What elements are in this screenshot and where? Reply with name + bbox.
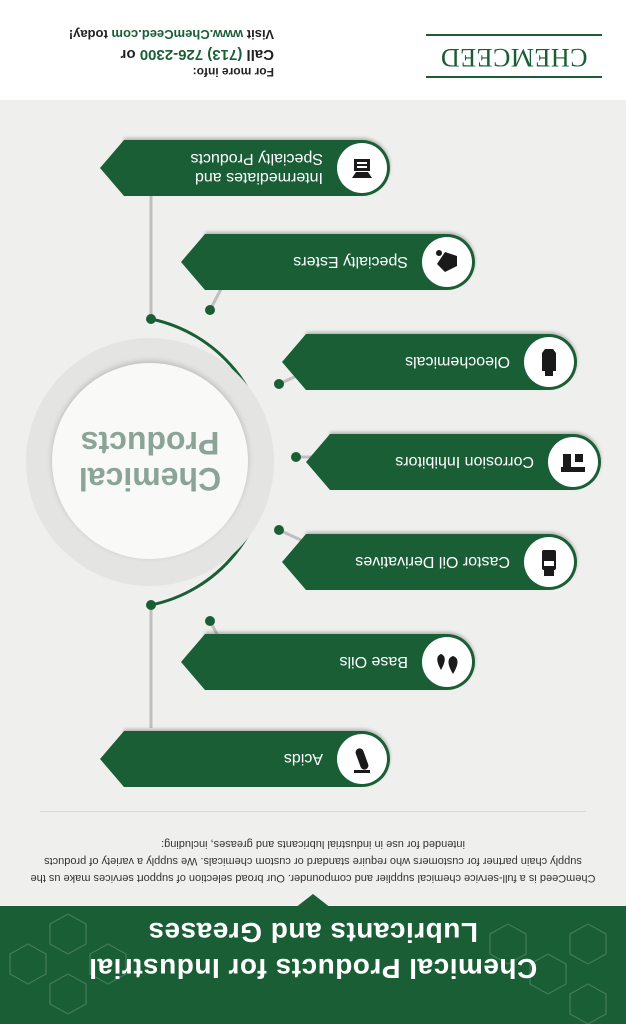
test-tube-icon	[337, 734, 387, 784]
item-base-oils: Base Oils	[181, 634, 475, 690]
header-band: Chemical Products for Industrial Lubrica…	[0, 906, 626, 1024]
item-label: Castor Oil Derivatives	[355, 553, 510, 571]
item-label: Corrosion Inhibitors	[395, 453, 534, 471]
page-title-line-2: Lubricants and Greases	[148, 917, 479, 948]
bottle-icon	[524, 537, 574, 587]
item-intermediates-specialty-products: Intermediates and Specialty Products	[100, 140, 390, 196]
tube-icon	[524, 337, 574, 387]
item-specialty-esters: Specialty Esters	[181, 234, 475, 290]
hub-title-line-1: Chemical	[78, 461, 222, 497]
website-line: Visit www.ChemCeed.com today!	[14, 24, 274, 44]
item-label: Acids	[283, 750, 323, 768]
footer-band: CHEMCEED For more info: Call (713) 726-2…	[0, 0, 626, 100]
call-prefix: Call	[246, 46, 274, 63]
page-title: Chemical Products for Industrial Lubrica…	[0, 914, 626, 986]
call-suffix: or	[120, 46, 140, 63]
website-link[interactable]: www.ChemCeed.com	[111, 27, 244, 42]
item-oleochemicals: Oleochemicals	[282, 334, 577, 390]
oil-can-icon	[422, 237, 472, 287]
logo-text: CHEMCEED	[440, 43, 588, 72]
page-title-line-1: Chemical Products for Industrial	[88, 953, 538, 984]
intro-paragraph: ChemCeed is a full-service chemical supp…	[30, 838, 596, 884]
hub-circle: Chemical Products	[52, 363, 248, 559]
machine-icon	[337, 143, 387, 193]
item-corrosion-inhibitors: Corrosion Inhibitors	[306, 434, 601, 490]
item-label: Oleochemicals	[405, 353, 510, 371]
phone-number[interactable]: (713) 726-2300	[139, 46, 243, 63]
hub-title-line-2: Products	[80, 425, 220, 461]
pipe-faucet-icon	[548, 437, 598, 487]
visit-suffix: today!	[68, 27, 112, 42]
item-label: Intermediates and Specialty Products	[190, 149, 323, 187]
item-castor-oil-derivatives: Castor Oil Derivatives	[282, 534, 577, 590]
oil-drops-icon	[422, 637, 472, 687]
header-notch	[295, 894, 331, 908]
contact-info: For more info: Call (713) 726-2300 or Vi…	[14, 24, 274, 80]
visit-prefix: Visit	[243, 27, 274, 42]
item-label-line-2: Specialty Products	[190, 150, 323, 167]
hexagon-pattern-icon	[9, 913, 607, 1024]
contact-label: For more info:	[192, 65, 274, 79]
chemceed-logo-icon: CHEMCEED	[426, 34, 602, 78]
item-acids: Acids	[100, 731, 390, 787]
item-label: Base Oils	[339, 653, 408, 671]
separator-line	[40, 811, 586, 812]
phone-line: Call (713) 726-2300 or	[14, 44, 274, 64]
item-label: Specialty Esters	[293, 253, 408, 271]
item-label-line-1: Intermediates and	[194, 169, 323, 186]
